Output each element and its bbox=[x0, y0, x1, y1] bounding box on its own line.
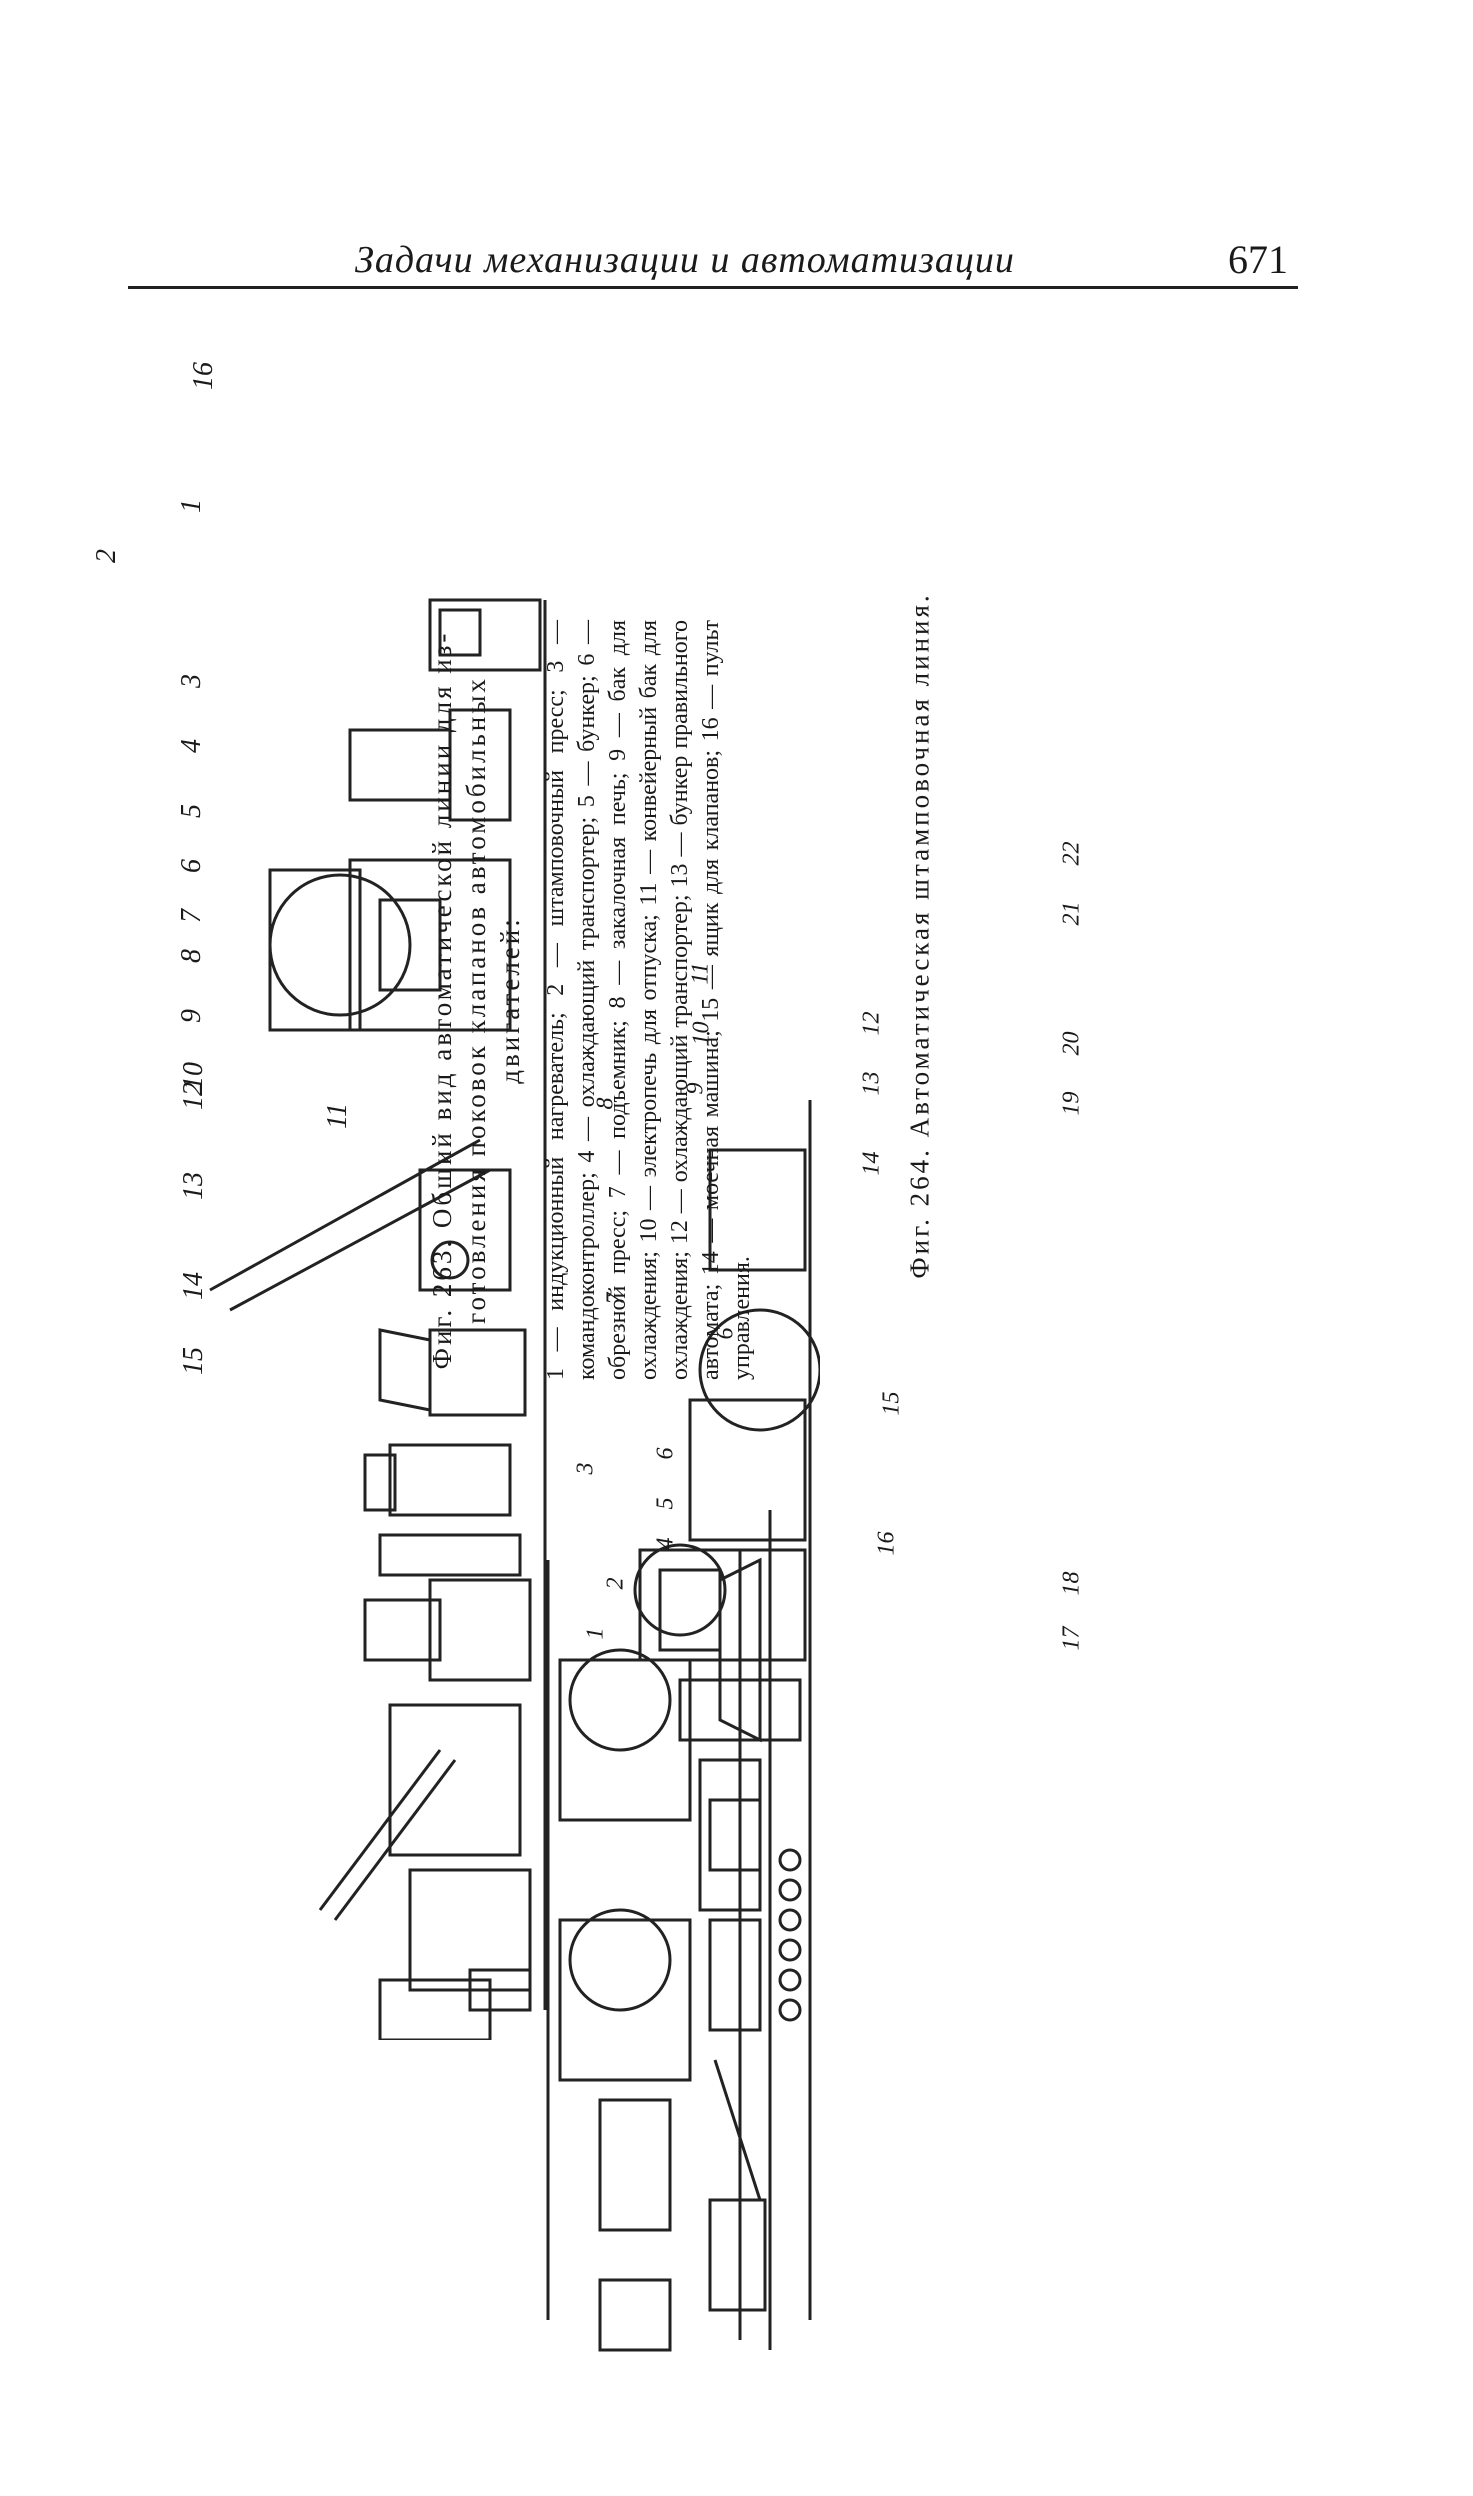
figure-264-lower bbox=[546, 1550, 772, 2352]
conveyor-4 bbox=[209, 1138, 481, 1292]
unit-17 bbox=[708, 2198, 767, 2312]
press-14 bbox=[558, 1918, 692, 2082]
fig264-label-7: 7 bbox=[602, 1292, 629, 1305]
figure-263-caption-title: Фиг. 263. Общий вид автоматической линии… bbox=[427, 630, 525, 1370]
press-12 bbox=[558, 1658, 692, 1822]
fig264-label-4: 4 bbox=[652, 1537, 679, 1550]
fig264-label-9: 9 bbox=[682, 1082, 709, 1095]
furnace-8 bbox=[428, 1578, 532, 1682]
figure-263-caption-block: Фиг. 263. Общий вид автоматической линии… bbox=[425, 620, 905, 1380]
fig264-label-6b: 6 bbox=[712, 1327, 739, 1340]
fig263-label-9: 9 bbox=[176, 1009, 207, 1023]
fig263-label-16: 16 bbox=[188, 362, 219, 390]
fig264-label-6a: 6 bbox=[652, 1447, 679, 1460]
fig263-label-5: 5 bbox=[176, 804, 207, 818]
fig264-label-16: 16 bbox=[873, 1531, 900, 1556]
fig263-label-7: 7 bbox=[176, 909, 207, 923]
press-unit-11 bbox=[708, 1148, 807, 1272]
fig264-label-12: 12 bbox=[858, 1011, 885, 1036]
fig264-label-8: 8 bbox=[592, 1097, 619, 1110]
fig263-label-14: 14 bbox=[178, 1272, 209, 1300]
running-header-title: Задачи механизации и автоматизации bbox=[355, 239, 1015, 281]
furnace-10 bbox=[388, 1703, 522, 1857]
conveyor-18 bbox=[713, 2059, 762, 2201]
fig264-label-3: 3 bbox=[572, 1462, 599, 1475]
page-number: 671 bbox=[1228, 237, 1288, 282]
furnace-8-wheel bbox=[698, 1308, 820, 1432]
control-panel-16 bbox=[428, 598, 542, 672]
fig264-label-5: 5 bbox=[652, 1497, 679, 1510]
fig264-label-21: 21 bbox=[1058, 901, 1085, 926]
box-15 bbox=[468, 1968, 532, 2012]
fig264-label-2: 2 bbox=[602, 1577, 629, 1590]
figure-264-caption: Фиг. 264. Автоматическая штамповочная ли… bbox=[904, 592, 935, 1279]
fig264-label-14: 14 bbox=[858, 1151, 885, 1176]
fig264-label-19: 19 bbox=[1058, 1091, 1085, 1116]
unit-15 bbox=[598, 2098, 672, 2232]
fig264-label-17: 17 bbox=[1058, 1626, 1085, 1651]
fig263-label-4: 4 bbox=[176, 739, 207, 753]
lift-7 bbox=[378, 1533, 522, 1577]
fig264-label-22: 22 bbox=[1058, 841, 1085, 866]
fig264-label-20: 20 bbox=[1058, 1031, 1085, 1056]
fig264-label-10: 10 bbox=[688, 1021, 715, 1046]
fig263-label-2: 2 bbox=[91, 549, 122, 563]
fig263-label-6: 6 bbox=[176, 859, 207, 873]
press-7 bbox=[633, 1543, 727, 1637]
trim-press-6 bbox=[388, 1443, 512, 1517]
figure-264-bottom-line bbox=[708, 1510, 772, 2350]
unit-16 bbox=[598, 2278, 672, 2352]
fig263-label-3: 3 bbox=[176, 674, 207, 688]
fig263-label-11: 11 bbox=[321, 1103, 353, 1129]
fig264-label-13: 13 bbox=[858, 1071, 885, 1096]
fig264-label-1: 1 bbox=[582, 1627, 609, 1640]
fig264-label-15: 15 bbox=[878, 1391, 905, 1416]
fig263-label-15: 15 bbox=[178, 1347, 209, 1375]
header-rule bbox=[128, 286, 1298, 289]
press-2 bbox=[348, 858, 512, 1032]
unit-21 bbox=[708, 1798, 762, 1872]
conveyor-22 bbox=[718, 1557, 762, 1743]
figure-263-drawing bbox=[209, 598, 547, 2040]
fig263-label-1: 1 bbox=[176, 499, 207, 513]
fig264-label-11: 11 bbox=[687, 962, 714, 985]
fig264-label-18: 18 bbox=[1058, 1571, 1085, 1596]
fig263-label-13: 13 bbox=[178, 1172, 209, 1200]
unit-20 bbox=[708, 1918, 762, 2032]
conveyor-12 bbox=[318, 1749, 442, 1911]
figure-263-legend: 1 — индукционный нагреватель; 2 — штампо… bbox=[543, 620, 755, 1380]
fig263-label-8: 8 bbox=[176, 949, 207, 963]
fig263-label-12: 12 bbox=[178, 1082, 209, 1110]
